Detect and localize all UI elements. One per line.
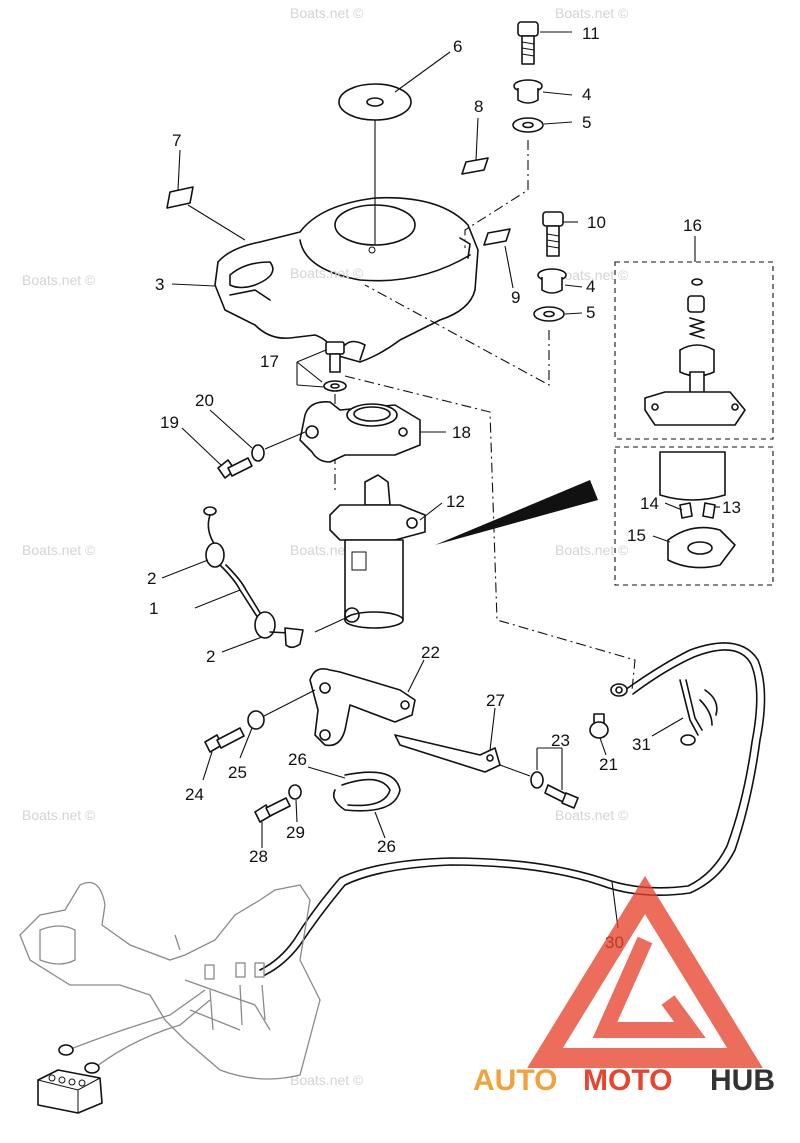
washer bbox=[512, 117, 544, 133]
flywheel-cover bbox=[214, 196, 479, 363]
watermark: Boats.net © bbox=[22, 542, 96, 558]
callout-17: 17 bbox=[260, 352, 279, 371]
starter-bracket bbox=[299, 400, 421, 463]
callout-3: 3 bbox=[155, 275, 164, 294]
leader-lines bbox=[161, 31, 720, 929]
callout-14: 14 bbox=[640, 494, 659, 513]
watermark: Boats.net © bbox=[555, 5, 629, 21]
watermark: Boats.net © bbox=[290, 1072, 364, 1088]
washer bbox=[251, 444, 265, 462]
washer bbox=[247, 710, 265, 730]
watermark: Boats.net © bbox=[555, 542, 629, 558]
logo-text-auto: AUTO bbox=[473, 1064, 557, 1097]
callout-2: 2 bbox=[206, 647, 215, 666]
logo-text-moto: MOTO bbox=[583, 1064, 672, 1097]
callout-26: 26 bbox=[377, 837, 396, 856]
terminal-bolt bbox=[589, 713, 609, 739]
callout-20: 20 bbox=[195, 391, 214, 410]
starter-band bbox=[394, 734, 501, 773]
callout-23: 23 bbox=[551, 731, 570, 750]
bolt bbox=[542, 211, 564, 257]
battery bbox=[37, 1069, 103, 1114]
callout-18: 18 bbox=[452, 423, 471, 442]
battery-cable bbox=[203, 506, 304, 649]
label-plate bbox=[166, 186, 194, 209]
automotohub-logo bbox=[527, 875, 763, 1068]
bolt bbox=[530, 771, 579, 809]
washer bbox=[288, 784, 302, 800]
callout-10: 10 bbox=[587, 213, 606, 232]
callout-12: 12 bbox=[446, 492, 465, 511]
callout-7: 7 bbox=[172, 131, 181, 150]
callout-6: 6 bbox=[453, 37, 462, 56]
callout-5: 5 bbox=[582, 113, 591, 132]
callout-27: 27 bbox=[486, 691, 505, 710]
detail-box-brushes bbox=[614, 446, 774, 586]
callout-2: 2 bbox=[147, 569, 156, 588]
bolt bbox=[517, 21, 539, 65]
label-plate bbox=[483, 228, 511, 246]
callout-25: 25 bbox=[228, 763, 247, 782]
logo-text-hub: HUB bbox=[710, 1064, 775, 1097]
brush-assembly bbox=[659, 451, 736, 569]
watermark: Boats.net © bbox=[22, 272, 96, 288]
callout-28: 28 bbox=[249, 847, 268, 866]
starter-motor bbox=[329, 474, 426, 629]
callout-16: 16 bbox=[683, 216, 702, 235]
round-decal bbox=[338, 83, 412, 121]
rubber-band-ring bbox=[332, 771, 401, 812]
watermark: Boats.net © bbox=[290, 5, 364, 21]
logo-triangle-mark bbox=[527, 875, 763, 1068]
starter-band-bracket bbox=[309, 667, 416, 747]
detail-arrow bbox=[435, 480, 598, 545]
callout-numbers: 1 2 2 3 4 4 5 5 6 7 8 9 10 11 12 13 14 1… bbox=[147, 24, 741, 952]
callout-4: 4 bbox=[586, 277, 595, 296]
detail-box-pinion bbox=[614, 261, 774, 440]
callout-15: 15 bbox=[627, 526, 646, 545]
callout-24: 24 bbox=[185, 785, 204, 804]
watermark: Boats.net © bbox=[555, 267, 629, 283]
callout-22: 22 bbox=[421, 643, 440, 662]
pinion-assembly bbox=[644, 278, 746, 426]
callout-5: 5 bbox=[586, 303, 595, 322]
callout-26: 26 bbox=[288, 750, 307, 769]
callout-19: 19 bbox=[160, 413, 179, 432]
callout-1: 1 bbox=[149, 599, 158, 618]
bolt bbox=[254, 797, 291, 823]
wiring-harness bbox=[259, 642, 766, 976]
callout-29: 29 bbox=[286, 823, 305, 842]
callout-8: 8 bbox=[474, 97, 483, 116]
bolt bbox=[204, 727, 245, 753]
watermark: Boats.net © bbox=[290, 265, 364, 281]
watermarks: Boats.net © Boats.net © Boats.net © Boat… bbox=[22, 5, 629, 1088]
watermark: Boats.net © bbox=[22, 807, 96, 823]
callout-4: 4 bbox=[582, 85, 591, 104]
callout-11: 11 bbox=[582, 24, 600, 43]
callout-13: 13 bbox=[722, 498, 741, 517]
watermark: Boats.net © bbox=[555, 807, 629, 823]
bolt bbox=[217, 457, 253, 479]
bolt bbox=[323, 341, 347, 392]
engine-outline bbox=[19, 881, 321, 1080]
washer bbox=[533, 306, 565, 322]
collar bbox=[513, 79, 543, 104]
label-plate bbox=[461, 157, 489, 175]
logo-inner-mark bbox=[592, 936, 706, 1038]
callout-31: 31 bbox=[632, 735, 651, 754]
collar bbox=[537, 268, 567, 294]
callout-21: 21 bbox=[599, 755, 618, 774]
callout-9: 9 bbox=[511, 288, 520, 307]
